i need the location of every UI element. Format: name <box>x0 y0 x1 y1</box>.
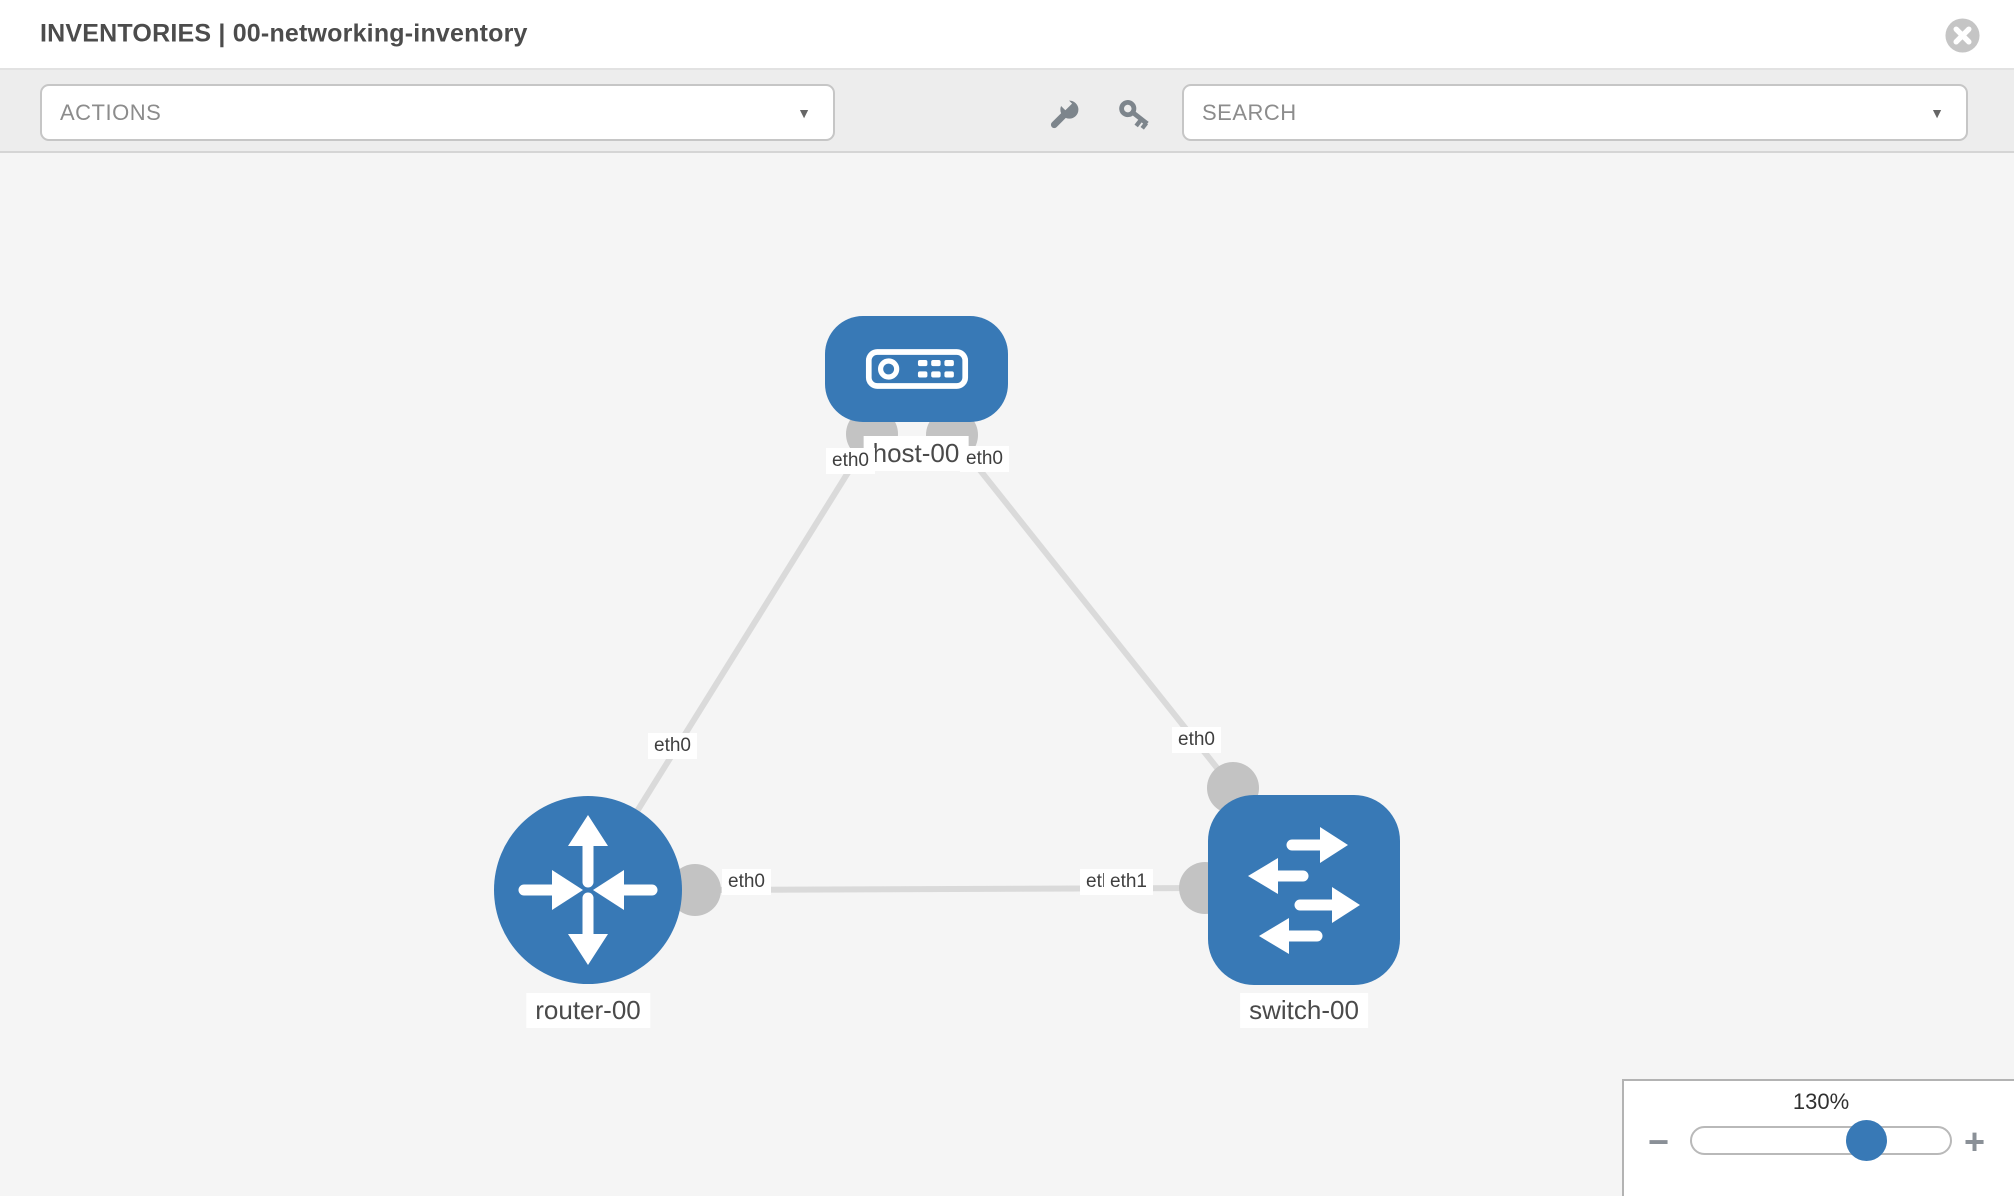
node-host[interactable] <box>825 316 1008 422</box>
switch-icon <box>1248 827 1360 954</box>
zoom-slider-track[interactable] <box>1690 1126 1952 1155</box>
chevron-down-icon: ▼ <box>797 104 811 121</box>
node-router[interactable] <box>494 796 682 984</box>
port-label-switch-up: eth0 <box>1172 727 1221 753</box>
node-switch[interactable] <box>1208 795 1400 985</box>
zoom-slider-handle[interactable] <box>1846 1120 1887 1161</box>
router-icon <box>518 815 658 965</box>
page-title: INVENTORIES | 00-networking-inventory <box>40 19 528 48</box>
actions-dropdown[interactable]: ACTIONS ▼ <box>40 84 835 141</box>
interface-connector[interactable] <box>669 864 721 916</box>
close-icon[interactable] <box>1944 17 1981 54</box>
key-icon[interactable] <box>1117 96 1155 134</box>
actions-dropdown-label: ACTIONS <box>60 99 162 125</box>
port-label-router-up: eth0 <box>648 733 697 759</box>
node-label-host: host-00 <box>863 436 969 471</box>
search-input[interactable]: SEARCH ▼ <box>1182 84 1968 141</box>
port-label-router-right: eth0 <box>722 869 771 895</box>
zoom-level: 130% <box>1792 1089 1850 1114</box>
topology-links-layer <box>585 408 1259 916</box>
wrench-icon[interactable] <box>1045 96 1083 134</box>
zoom-in-button[interactable]: + <box>1964 1120 1986 1162</box>
chevron-down-icon: ▼ <box>1930 104 1944 121</box>
server-icon <box>865 349 968 389</box>
header: INVENTORIES | 00-networking-inventory <box>0 0 2014 70</box>
search-placeholder: SEARCH <box>1202 99 1297 125</box>
port-label-host-left: eth0 <box>826 448 875 474</box>
topology-canvas[interactable]: host-00 router-00 switch-00 eth0 eth0 et… <box>0 153 2014 1196</box>
port-label-host-right: eth0 <box>960 446 1009 472</box>
port-label-switch-eth1: eth1 <box>1104 869 1153 895</box>
node-label-switch: switch-00 <box>1240 993 1368 1028</box>
zoom-out-button[interactable]: − <box>1648 1120 1670 1162</box>
toolbar: ACTIONS ▼ SEARCH ▼ <box>0 70 2014 153</box>
zoom-panel: 130% − + <box>1622 1079 2014 1196</box>
node-label-router: router-00 <box>526 993 650 1028</box>
